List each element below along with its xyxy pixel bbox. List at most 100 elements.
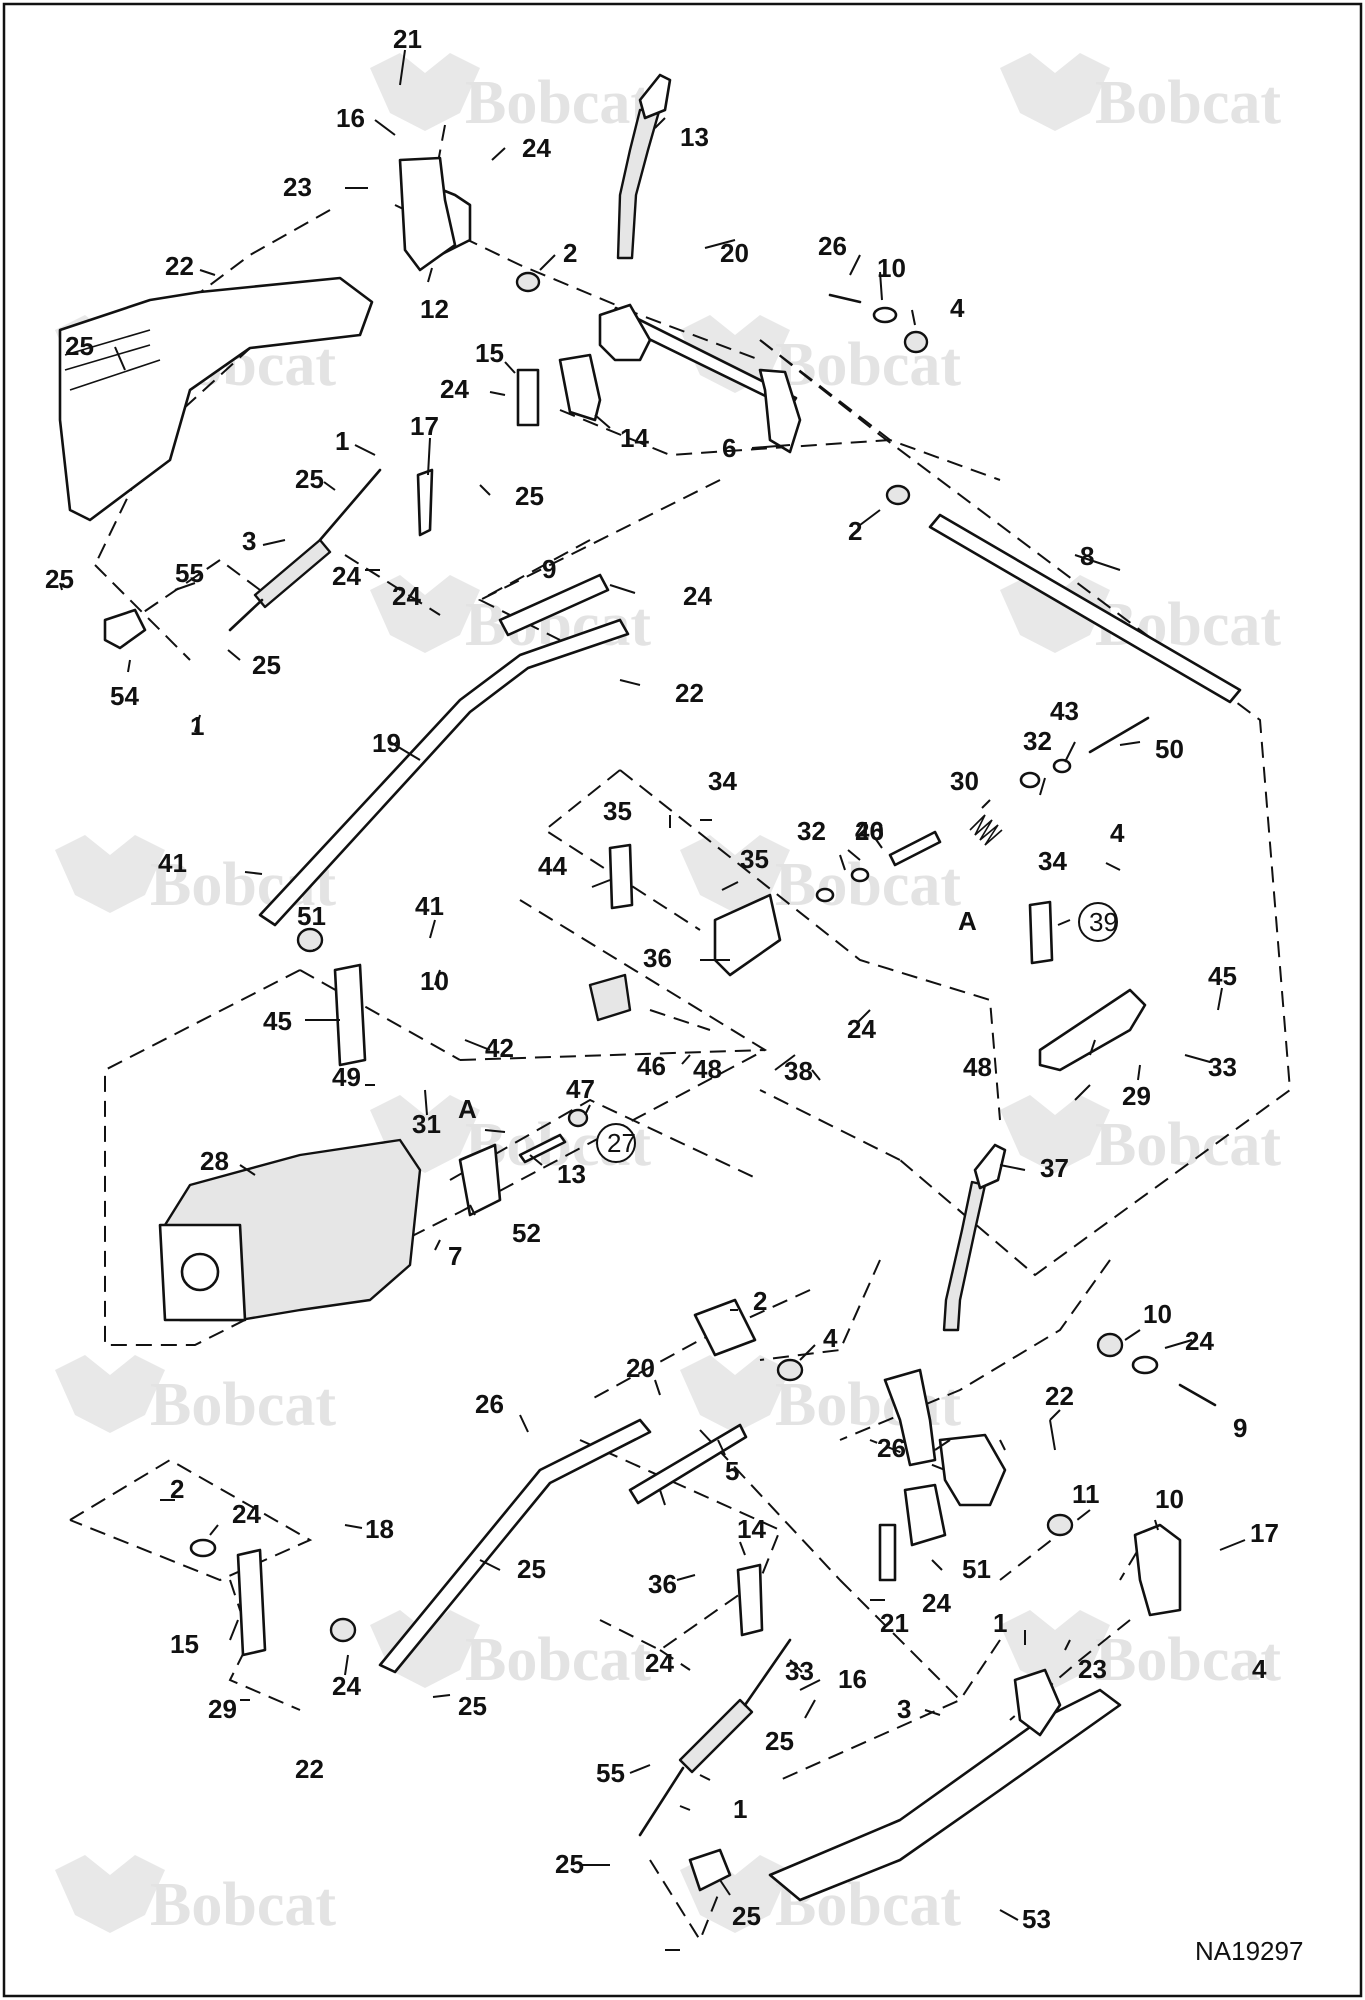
svg-text:Bobcat: Bobcat	[775, 331, 961, 399]
callout-label: 10	[877, 253, 906, 283]
callout-label: 2	[753, 1286, 767, 1316]
callout-label: 26	[818, 231, 847, 261]
callout-label: 24	[332, 1671, 361, 1701]
callout-label: 25	[515, 481, 544, 511]
part-26-bolt-c	[1178, 1383, 1217, 1407]
svg-text:Bobcat: Bobcat	[150, 1371, 336, 1439]
watermark: Bobcat	[1000, 53, 1281, 137]
frame-rail-lower	[768, 1688, 1122, 1902]
callout-label: 24	[645, 1648, 674, 1678]
reference-marker-circle	[1078, 902, 1118, 942]
callout-label: 16	[838, 1664, 867, 1694]
part-13-knob-upper	[638, 73, 672, 120]
callout-label: 2	[170, 1474, 184, 1504]
callout-label: 5	[725, 1456, 739, 1486]
callout-label: 25	[517, 1554, 546, 1584]
callout-label: 1	[190, 711, 204, 741]
callout-label: 6	[722, 433, 736, 463]
callout-label: 12	[420, 294, 449, 324]
part-39-plate	[713, 893, 782, 977]
callout-label: 34	[708, 766, 737, 796]
callout-label: 23	[1078, 1654, 1107, 1684]
part-42-block	[588, 973, 632, 1022]
svg-text:Bobcat: Bobcat	[465, 1626, 651, 1694]
callout-label: 55	[596, 1758, 625, 1788]
part-2-bushing-b	[885, 484, 911, 506]
part-12-plate	[398, 156, 457, 272]
callout-label: 14	[620, 423, 649, 453]
callout-label: 3	[242, 526, 256, 556]
callout-label: 29	[1122, 1081, 1151, 1111]
callout-label: 53	[1022, 1904, 1051, 1934]
callout-label: 10	[420, 966, 449, 996]
part-10-washer-a	[872, 306, 898, 324]
part-36-lever-upper	[333, 963, 367, 1067]
callout-label: 22	[675, 678, 704, 708]
callout-label: 26	[475, 1389, 504, 1419]
reference-marker-label: 27	[607, 1128, 636, 1158]
callout-label: 9	[542, 554, 556, 584]
part-4-bushing-b	[296, 927, 324, 953]
part-36-lever-lower	[236, 1548, 267, 1657]
part-2-bushing-c	[776, 1358, 804, 1382]
callout-label: 25	[732, 1901, 761, 1931]
callout-label: 17	[410, 411, 439, 441]
callout-label: 19	[372, 728, 401, 758]
callout-label: 24	[392, 581, 421, 611]
callout-label: 4	[823, 1323, 838, 1353]
part-14-bracket	[558, 353, 602, 422]
callout-label: 34	[1038, 846, 1067, 876]
part-31-washer	[567, 1108, 589, 1128]
part-37-bracket	[458, 1143, 502, 1217]
callout-label: 43	[1050, 696, 1079, 726]
callout-label: 40	[855, 816, 884, 846]
callout-label: 8	[1080, 541, 1094, 571]
callout-label: 55	[175, 558, 204, 588]
part-30-spring	[969, 814, 1003, 846]
callout-label: 1	[993, 1608, 1007, 1638]
callout-label: 22	[165, 251, 194, 281]
part-9-link-lower	[628, 1423, 748, 1505]
callout-label: 31	[412, 1109, 441, 1139]
callout-label: 49	[332, 1062, 361, 1092]
part-5-arm	[883, 1368, 937, 1467]
callout-label: 50	[1155, 734, 1184, 764]
part-3-rod-upper	[318, 468, 382, 542]
callout-label: 51	[962, 1554, 991, 1584]
callout-label: 25	[295, 464, 324, 494]
svg-text:Bobcat: Bobcat	[1095, 69, 1281, 137]
callout-label: A	[458, 1094, 477, 1124]
part-50-bolt	[1088, 716, 1150, 754]
callout-label: 35	[603, 796, 632, 826]
callout-label: 41	[158, 848, 187, 878]
reference-markers: 39 27	[596, 902, 1118, 1163]
watermark: Bobcat	[1000, 1610, 1281, 1694]
callout-label: 13	[680, 122, 709, 152]
callout-label: 24	[683, 581, 712, 611]
callout-label: 14	[737, 1514, 766, 1544]
callout-label: 36	[648, 1569, 677, 1599]
part-19-rod	[258, 618, 630, 927]
part-40-pin	[888, 830, 942, 867]
callout-label: 1	[733, 1794, 747, 1824]
callout-labels: 21 16 13 23 24 22 12 2 20 26 10 4 25 15 …	[45, 24, 1279, 1934]
callout-label: 38	[784, 1056, 813, 1086]
callout-label: 21	[880, 1608, 909, 1638]
watermark: Bobcat	[370, 1610, 651, 1694]
callout-label: 25	[458, 1691, 487, 1721]
callout-label: 33	[1208, 1052, 1237, 1082]
part-27-pump-shaft	[180, 1252, 220, 1292]
callout-label: 4	[1252, 1654, 1267, 1684]
part-10-washer-d	[189, 1538, 217, 1558]
part-2-bushing-d	[1046, 1513, 1074, 1537]
callout-label: 2	[848, 516, 862, 546]
watermark: Bobcat	[1000, 575, 1281, 659]
part-11-bracket	[1133, 1523, 1182, 1617]
svg-text:Bobcat: Bobcat	[465, 69, 651, 137]
callout-label: 45	[263, 1006, 292, 1036]
part-54-bracket	[103, 608, 147, 650]
part-8-shaft	[928, 513, 1242, 704]
watermark: Bobcat	[680, 835, 961, 919]
callout-label: 32	[1023, 726, 1052, 756]
callout-label: 11	[1072, 1479, 1100, 1509]
